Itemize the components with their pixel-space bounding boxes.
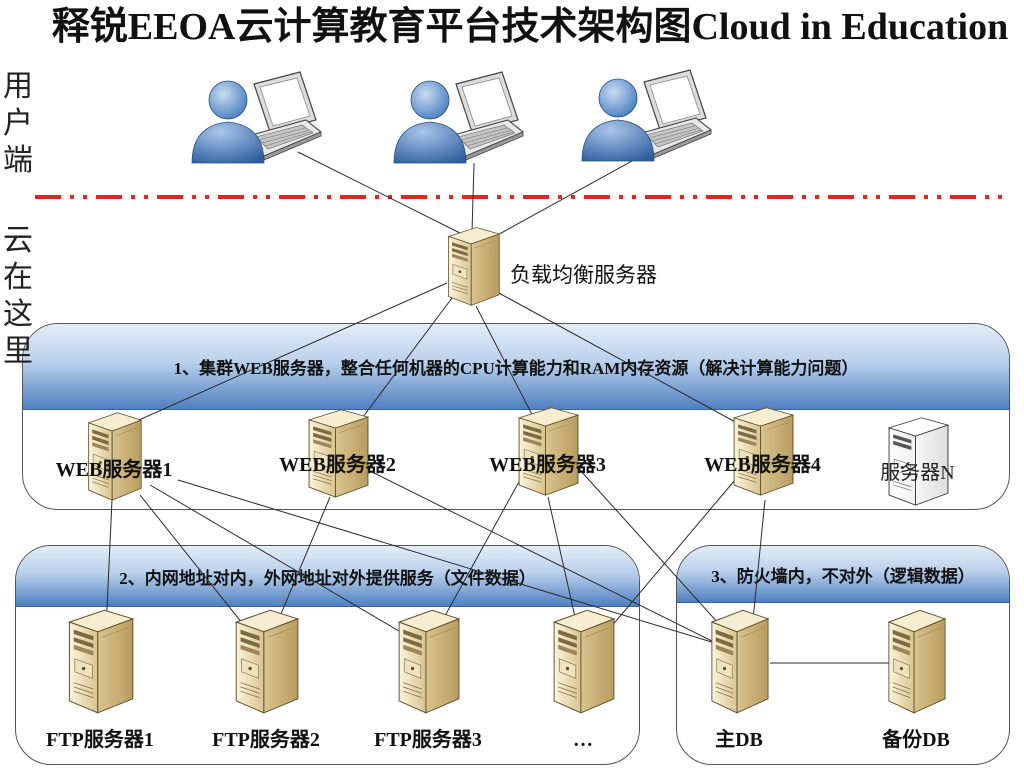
ftp-server-more: … (550, 607, 616, 751)
ftp-server-3: FTP服务器3 (374, 607, 482, 751)
web-server-4-label: WEB服务器4 (704, 454, 821, 476)
web-server-n: 服务器N (880, 415, 955, 507)
backup-db-server: 备份DB (882, 607, 950, 751)
main-db-server: 主DB (708, 607, 770, 751)
diagram-title: 释锐EEOA云计算教育平台技术架构图Cloud in Education (51, 6, 1009, 48)
web-server-3: WEB服务器3 (489, 405, 606, 497)
tower-server-icon (68, 609, 134, 714)
user-laptop-icon (581, 69, 712, 162)
load-balancer-label: 负载均衡服务器 (510, 263, 657, 287)
tower-server-icon (711, 609, 769, 714)
tower-server-icon (88, 412, 142, 501)
user-client-2 (390, 70, 525, 165)
web-cluster-caption: 1、集群WEB服务器，整合任何机器的CPU计算能力和RAM内存资源（解决计算能力… (23, 324, 1009, 410)
user-client-3 (578, 68, 713, 163)
db-zone-caption: 3、防火墙内，不对外（逻辑数据） (677, 546, 1009, 603)
link-user-2-load-balancer (471, 162, 475, 233)
ftp-server-2: FTP服务器2 (212, 607, 320, 751)
tower-server-icon (888, 609, 946, 714)
tower-server-icon (733, 407, 794, 496)
user-laptop-icon (393, 71, 524, 164)
user-laptop-icon (191, 71, 322, 164)
web-server-3-label: WEB服务器3 (489, 454, 606, 476)
ftp-server-1-label: FTP服务器1 (46, 729, 154, 751)
main-db-label: 主DB (715, 729, 763, 751)
tower-server-icon (518, 407, 579, 496)
ftp-server-2-label: FTP服务器2 (212, 729, 320, 751)
tower-server-icon (235, 609, 299, 714)
web-server-2: WEB服务器2 (279, 407, 396, 499)
file-zone-caption: 2、内网地址对内，外网地址对外提供服务（文件数据） (16, 546, 639, 607)
backup-db-label: 备份DB (882, 729, 950, 751)
web-server-2-label: WEB服务器2 (279, 454, 396, 476)
load-balancer-server: 负载均衡服务器 (445, 225, 657, 307)
user-client-1 (188, 70, 323, 165)
ftp-server-3-label: FTP服务器3 (374, 729, 482, 751)
ftp-server-1: FTP服务器1 (46, 607, 154, 751)
web-server-4: WEB服务器4 (704, 405, 821, 497)
web-server-n-label: 服务器N (880, 462, 955, 484)
web-server-1: WEB服务器1 (56, 410, 172, 502)
client-side-label: 用户端 (3, 70, 33, 177)
tower-server-icon (398, 609, 460, 714)
ftp-server-more-label: … (573, 729, 593, 751)
web-server-1-label: WEB服务器1 (55, 459, 173, 481)
cloud-side-label: 云在这里 (3, 224, 33, 368)
tower-server-icon (448, 227, 500, 306)
tower-server-icon (553, 609, 615, 714)
